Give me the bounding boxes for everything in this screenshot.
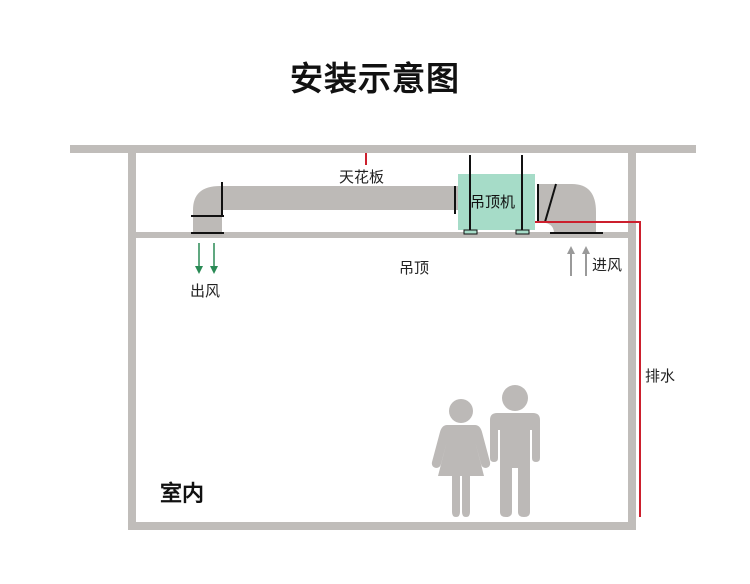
floor bbox=[128, 522, 636, 530]
outlet-arrows bbox=[195, 243, 218, 274]
diagram-title: 安装示意图 bbox=[290, 59, 460, 98]
left-wall bbox=[128, 153, 136, 530]
drain-line bbox=[535, 221, 641, 517]
indoor-label: 室内 bbox=[160, 482, 205, 507]
drain-label: 排水 bbox=[645, 367, 676, 385]
ceiling-slab bbox=[70, 145, 696, 153]
inlet-arrows bbox=[567, 246, 590, 276]
suspended-ceiling bbox=[136, 232, 628, 238]
suspended-ceiling-label: 吊顶 bbox=[399, 259, 430, 277]
unit-label: 吊顶机 bbox=[470, 193, 516, 211]
inlet-duct-elbow bbox=[538, 184, 596, 233]
right-wall bbox=[628, 153, 636, 530]
man-icon bbox=[490, 385, 540, 517]
woman-icon bbox=[431, 399, 491, 517]
air-out-label: 出风 bbox=[190, 282, 221, 300]
outlet-duct-straight bbox=[222, 186, 458, 210]
air-in-label: 进风 bbox=[592, 256, 623, 274]
ceiling-slab-label: 天花板 bbox=[339, 168, 385, 186]
